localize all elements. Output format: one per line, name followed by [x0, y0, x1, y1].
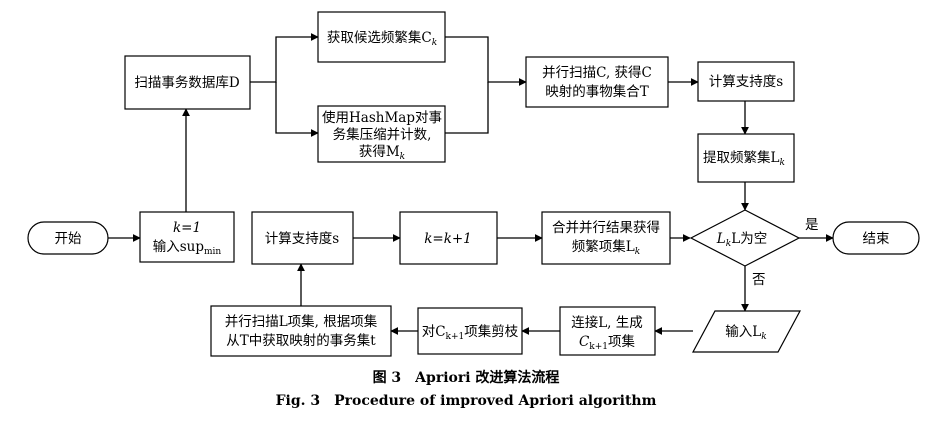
node-parallel-scan-line1: 并行扫描C, 获得C — [542, 64, 652, 81]
node-init-line1: k=1 — [173, 220, 201, 236]
node-scan-db: 扫描事务数据库D — [124, 55, 251, 110]
node-prune-tail: 项集剪枝 — [464, 324, 518, 340]
node-merge-line2: 频繁项集L — [572, 239, 635, 255]
node-start: 开始 — [27, 221, 109, 255]
node-parallel-scan: 并行扫描C, 获得C 映射的事物集合T — [525, 56, 669, 108]
node-decision: LkL为空 — [689, 209, 801, 267]
node-parallel-scan-line2: 映射的事物集合T — [545, 84, 649, 100]
node-scan-lk-line1: 并行扫描L项集, 根据项集 — [225, 314, 378, 330]
node-decision-label: L为空 — [731, 231, 767, 247]
node-connect-line2-sub: k+1 — [589, 342, 608, 352]
node-init-line2: 输入sup — [153, 239, 204, 255]
caption-en: Fig. 3 Procedure of improved Apriori alg… — [276, 393, 657, 409]
svg-text:频繁项集Lk: 频繁项集Lk — [572, 239, 640, 257]
node-scan-db-label: 扫描事务数据库D — [134, 75, 239, 91]
node-scan-lk: 并行扫描L项集, 根据项集 从T中获取映射的事务集t — [210, 305, 392, 357]
node-start-label: 开始 — [55, 231, 82, 247]
node-hashmap-line3: 获得M — [359, 143, 400, 160]
node-connect-line1: 连接L, 生成 — [571, 314, 643, 331]
node-hashmap: 使用HashMap对事 务集压缩并计数, 获得Mk — [317, 105, 446, 163]
svg-text:获得Mk: 获得Mk — [359, 143, 405, 162]
node-connect-line2-tail: 项集 — [608, 334, 636, 350]
caption-cn: 图 3 Apriori 改进算法流程 — [373, 369, 560, 386]
edge-candidates-merge — [445, 36, 527, 86]
node-prune-sub: k+1 — [446, 332, 465, 342]
node-hashmap-line1: 使用HashMap对事 — [322, 109, 442, 126]
node-get-candidates-label: 获取候选频繁集C — [327, 30, 432, 46]
node-scan-lk-line2: 从T中获取映射的事务集t — [226, 333, 376, 349]
svg-text:k=1: k=1 — [173, 220, 201, 236]
svg-text:提取频繁集Lk: 提取频繁集Lk — [703, 150, 785, 168]
node-end-label: 结束 — [863, 231, 891, 247]
node-calc-support-mid-label: 计算支持度s — [265, 231, 339, 247]
node-input-lk-label: 输入L — [725, 324, 761, 340]
node-hashmap-line2: 务集压缩并计数, — [333, 127, 432, 143]
edge-scan-db-split — [250, 33, 319, 83]
node-end: 结束 — [832, 221, 920, 255]
svg-text:获取候选频繁集Ck: 获取候选频繁集Ck — [327, 30, 437, 48]
node-input-lk: 输入Lk — [691, 310, 802, 353]
svg-text:输入Lk: 输入Lk — [725, 324, 766, 342]
node-calc-support-top: 计算支持度s — [697, 61, 795, 102]
node-connect: 连接L, 生成 Ck+1项集 — [559, 306, 656, 356]
svg-text:LkL为空: LkL为空 — [716, 231, 767, 249]
edge-label-no: 否 — [752, 272, 766, 288]
svg-text:输入supmin: 输入supmin — [153, 239, 222, 257]
node-merge-line1: 合并并行结果获得 — [552, 219, 660, 236]
node-init-sub: min — [204, 247, 221, 257]
node-merge: 合并并行结果获得 频繁项集Lk — [541, 211, 671, 265]
node-connect-line2: C — [579, 334, 590, 350]
node-get-candidates: 获取候选频繁集Ck — [317, 11, 446, 63]
node-prune: 对Ck+1项集剪枝 — [417, 307, 523, 355]
node-calc-support-mid: 计算支持度s — [251, 211, 354, 265]
node-increment-label: k=k+1 — [424, 231, 472, 247]
node-increment: k=k+1 — [399, 211, 498, 265]
node-extract-frequent-label: 提取频繁集L — [703, 150, 779, 166]
svg-text:Ck+1项集: Ck+1项集 — [579, 334, 636, 352]
edge-scan-db-to-hashmap — [275, 82, 319, 137]
edge-label-yes: 是 — [805, 217, 819, 233]
node-calc-support-top-label: 计算支持度s — [709, 74, 783, 90]
edge-hashmap-merge — [445, 82, 489, 134]
node-extract-frequent: 提取频繁集Lk — [697, 133, 795, 183]
node-prune-pre: 对C — [422, 324, 446, 340]
edges — [108, 33, 834, 335]
node-init: k=1 输入supmin — [139, 211, 235, 263]
svg-text:对Ck+1项集剪枝: 对Ck+1项集剪枝 — [422, 324, 519, 342]
